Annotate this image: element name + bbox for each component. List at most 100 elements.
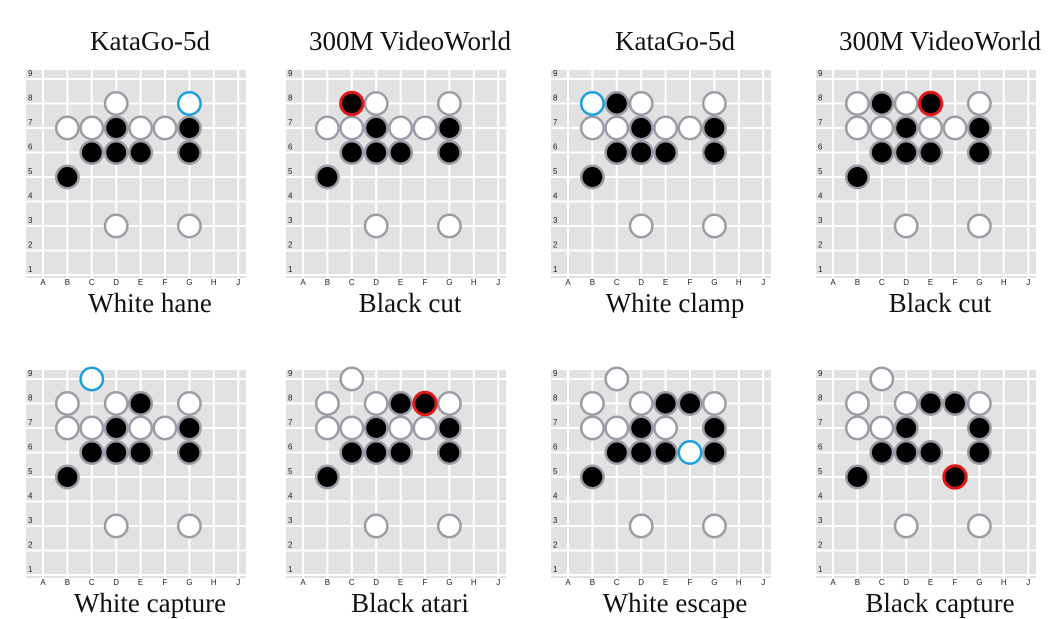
black-stone [436, 415, 462, 441]
rank-label: 9 [288, 369, 293, 378]
rank-label: 5 [288, 467, 293, 476]
white-stone [966, 213, 992, 239]
rank-label: 5 [28, 167, 33, 176]
black-stone [844, 464, 870, 490]
black-stone [314, 464, 340, 490]
file-label: F [423, 278, 428, 287]
rank-label: 7 [553, 418, 558, 427]
highlighted-black-move [412, 390, 438, 417]
highlighted-black-move [339, 90, 365, 117]
rank-label: 8 [28, 94, 33, 103]
white-stone [893, 213, 919, 239]
white-stone [604, 115, 630, 141]
rank-label: 1 [818, 565, 823, 574]
white-stone [103, 391, 129, 416]
black-stone [653, 440, 679, 465]
rank-label: 2 [553, 541, 558, 550]
file-label: F [688, 278, 693, 287]
file-label: G [711, 278, 717, 287]
file-label: D [638, 578, 644, 587]
white-stone [103, 513, 129, 539]
white-stone [388, 115, 414, 141]
white-stone [54, 391, 80, 416]
white-stone [869, 115, 895, 141]
rank-label: 4 [288, 492, 293, 501]
white-stone [128, 115, 154, 141]
white-stone [966, 391, 992, 416]
rank-label: 3 [288, 516, 293, 525]
rank-label: 7 [553, 118, 558, 127]
black-stone [701, 140, 727, 165]
file-label: C [89, 578, 95, 587]
black-stone [918, 140, 944, 165]
white-stone [653, 115, 679, 141]
black-stone [677, 391, 703, 416]
rank-label: 3 [553, 216, 558, 225]
file-label: A [830, 578, 836, 587]
white-stone [604, 366, 630, 392]
rank-label: 6 [28, 143, 33, 152]
rank-label: 4 [28, 492, 33, 501]
white-stone [844, 91, 870, 116]
white-stone [314, 115, 340, 141]
highlighted-white-move [176, 91, 202, 116]
black-stone [128, 140, 154, 165]
file-label: A [300, 578, 306, 587]
black-stone [893, 140, 919, 165]
file-label: D [113, 578, 119, 587]
rank-label: 2 [818, 241, 823, 250]
file-label: D [903, 578, 909, 587]
rank-label: 1 [553, 265, 558, 274]
file-label: C [349, 278, 355, 287]
file-label: H [471, 578, 477, 587]
white-stone [152, 415, 178, 441]
rank-label: 7 [288, 118, 293, 127]
file-label: H [471, 278, 477, 287]
black-stone [339, 440, 365, 465]
file-label: J [496, 278, 500, 287]
file-label: D [638, 278, 644, 287]
file-label: C [89, 278, 95, 287]
file-label: B [590, 578, 595, 587]
file-label: E [928, 578, 933, 587]
black-stone [103, 115, 129, 141]
highlighted-black-move [942, 464, 968, 490]
panel-caption: Black atari [351, 588, 469, 618]
panel-caption: Black cut [888, 288, 992, 318]
file-label: B [65, 278, 70, 287]
highlighted-white-move [79, 366, 105, 392]
white-stone [339, 415, 365, 441]
black-stone [844, 164, 870, 190]
file-label: F [163, 278, 168, 287]
white-stone [869, 415, 895, 441]
rank-label: 2 [28, 241, 33, 250]
rank-label: 7 [818, 118, 823, 127]
rank-label: 2 [28, 541, 33, 550]
black-stone [339, 140, 365, 165]
black-stone [103, 415, 129, 441]
white-stone [314, 391, 340, 416]
file-label: G [711, 578, 717, 587]
rank-label: 9 [288, 69, 293, 78]
file-label: H [736, 278, 742, 287]
white-stone [893, 391, 919, 416]
white-stone [893, 513, 919, 539]
white-stone [918, 115, 944, 141]
rank-label: 5 [553, 467, 558, 476]
file-label: B [855, 278, 860, 287]
black-stone [869, 440, 895, 465]
black-stone [103, 140, 129, 165]
white-stone [176, 513, 202, 539]
rank-label: 9 [28, 369, 33, 378]
file-label: D [903, 278, 909, 287]
white-stone [677, 115, 703, 141]
white-stone [579, 415, 605, 441]
white-stone [363, 91, 389, 116]
white-stone [942, 115, 968, 141]
rank-label: 1 [28, 565, 33, 574]
file-label: G [446, 278, 452, 287]
rank-label: 4 [553, 492, 558, 501]
black-stone [128, 440, 154, 465]
